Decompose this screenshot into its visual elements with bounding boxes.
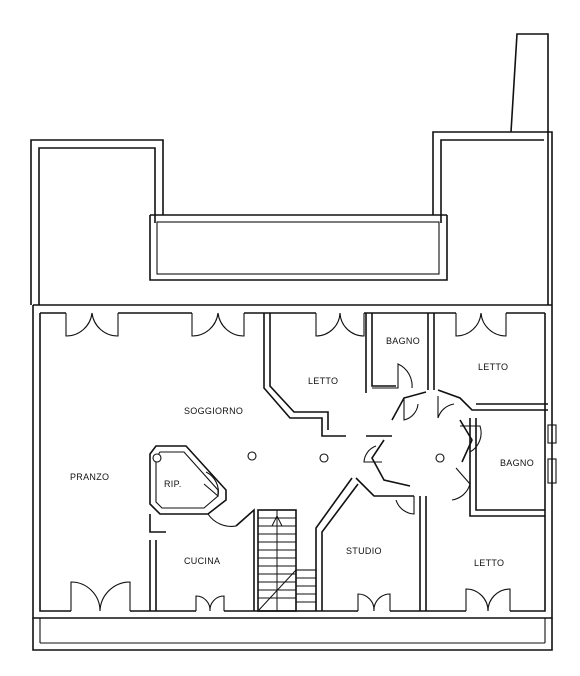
staircase — [257, 509, 317, 612]
room-letto-3-walls — [419, 496, 427, 611]
label-bagno-1: BAGNO — [386, 336, 420, 346]
south-doors — [70, 581, 511, 612]
label-studio: STUDIO — [346, 546, 382, 556]
columns — [152, 451, 445, 463]
room-studio-walls — [315, 477, 359, 611]
room-letto-1-walls — [263, 313, 392, 437]
label-soggiorno: SOGGIORNO — [184, 406, 243, 416]
hall-walls — [355, 389, 548, 515]
label-cucina: CUCINA — [184, 556, 220, 566]
tower-outline — [510, 33, 549, 305]
label-letto-2: LETTO — [478, 362, 508, 372]
room-bagno-1-walls — [365, 313, 435, 393]
label-bagno-2: BAGNO — [500, 458, 534, 468]
terrace-outline — [30, 131, 553, 305]
room-cucina-walls — [149, 508, 255, 611]
outer-walls — [32, 304, 557, 651]
room-rip-walls — [149, 445, 227, 515]
label-pranzo: PRANZO — [70, 472, 109, 482]
room-letto-2-walls — [469, 403, 548, 517]
north-doors — [65, 312, 507, 337]
label-letto-1: LETTO — [308, 376, 338, 386]
label-rip: RIP. — [164, 479, 182, 489]
label-letto-3: LETTO — [474, 558, 504, 568]
